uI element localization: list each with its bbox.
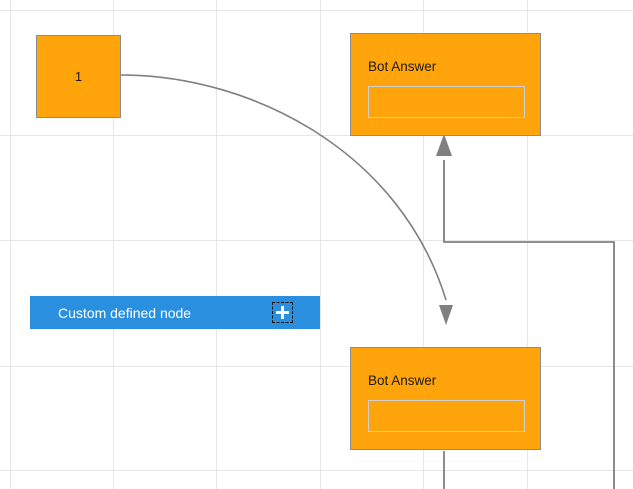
custom-defined-node-label: Custom defined node: [58, 304, 192, 321]
arrowhead-up-icon: [436, 134, 452, 156]
connector-orthogonal-bottom-to-top: [443, 160, 615, 489]
node-answer-slot[interactable]: [368, 86, 525, 118]
node-title: Bot Answer: [368, 373, 437, 388]
node-start-label: 1: [74, 69, 83, 84]
custom-defined-node-bar[interactable]: Custom defined node: [30, 296, 320, 329]
node-title: Bot Answer: [368, 59, 437, 74]
arrowhead-down-icon: [439, 305, 453, 325]
plus-icon[interactable]: [272, 302, 293, 323]
node-answer-slot[interactable]: [368, 400, 525, 432]
node-bot-answer-top[interactable]: Bot Answer: [350, 33, 541, 136]
node-bot-answer-bottom[interactable]: Bot Answer: [350, 347, 541, 450]
connector-curved-start-to-bottom: [120, 74, 447, 301]
node-start[interactable]: 1: [36, 35, 121, 118]
